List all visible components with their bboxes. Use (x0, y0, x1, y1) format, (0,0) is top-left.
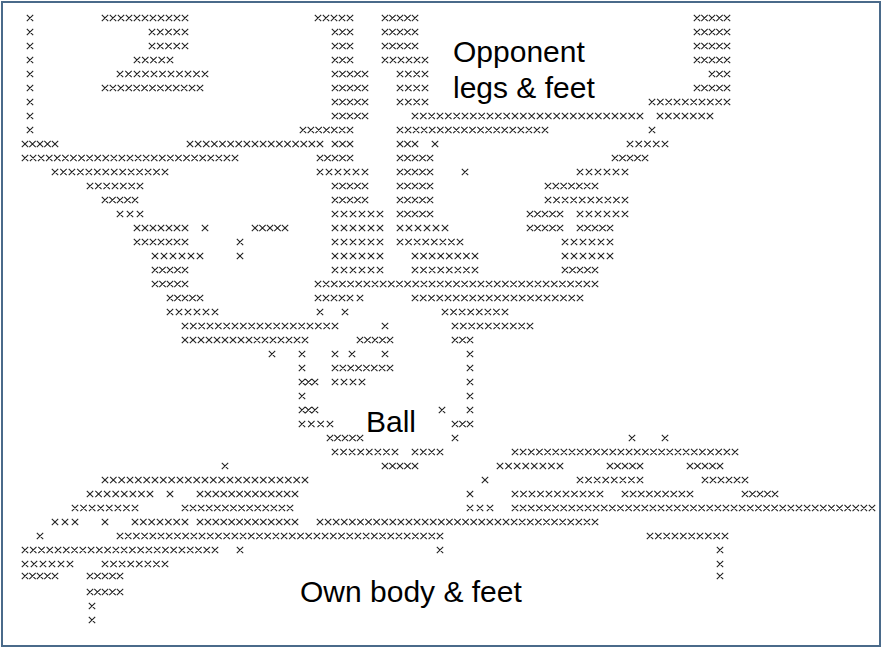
region-label: Ball (366, 404, 436, 440)
region-label: Opponent legs & feet (453, 34, 628, 106)
cross-marks (22, 15, 875, 623)
region-label: Own body & feet (300, 574, 600, 610)
